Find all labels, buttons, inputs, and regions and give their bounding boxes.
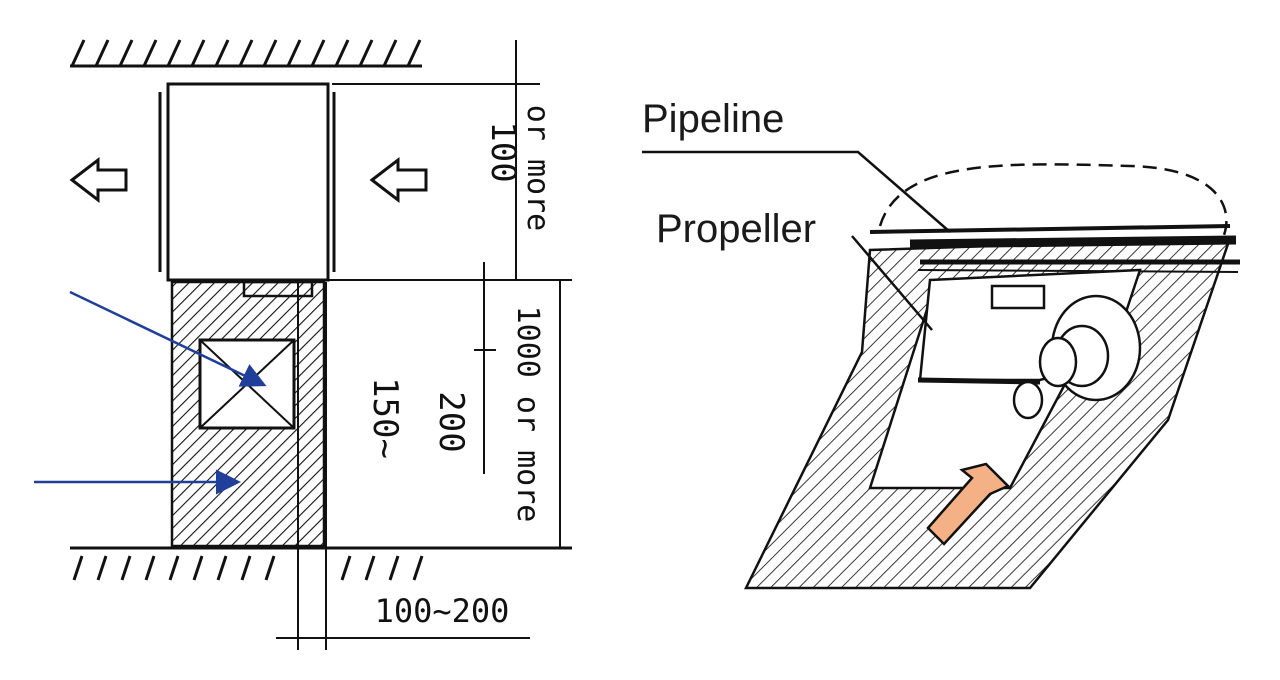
airflow-left-arrow-icon bbox=[369, 156, 428, 204]
airflow-left-arrow-icon bbox=[69, 156, 128, 204]
bottom-width-value: 100~200 bbox=[375, 592, 510, 630]
ceiling-hatch bbox=[70, 39, 422, 68]
wall-cavity bbox=[170, 280, 327, 650]
pipeline-leader-line bbox=[642, 150, 951, 233]
right-perspective-view: Pipeline Propeller bbox=[642, 97, 1240, 590]
side-min-value: 150~ bbox=[365, 377, 405, 459]
pointer-arrow-icon bbox=[69, 290, 267, 387]
airflow-down-arrow-icon bbox=[926, 462, 1011, 546]
pipeline bbox=[869, 224, 1240, 273]
unit-outline-dashed bbox=[878, 163, 1228, 241]
pipeline-label: Pipeline bbox=[642, 97, 784, 141]
top-clearance-value: 100 bbox=[483, 121, 523, 182]
top-clearance-or-more: or more bbox=[520, 105, 555, 231]
propeller-leader-line bbox=[851, 235, 933, 331]
propeller-label: Propeller bbox=[656, 207, 816, 251]
side-or-more-value: 1000 or more bbox=[510, 306, 545, 523]
propeller bbox=[1012, 294, 1142, 420]
side-max-value: 200 bbox=[431, 391, 471, 452]
dimension-lines bbox=[276, 40, 572, 639]
floor-hatch bbox=[70, 546, 572, 581]
indoor-unit bbox=[158, 82, 336, 298]
left-elevation-view: 100 or more 150~ 200 1000 or more 100~20… bbox=[34, 39, 572, 650]
